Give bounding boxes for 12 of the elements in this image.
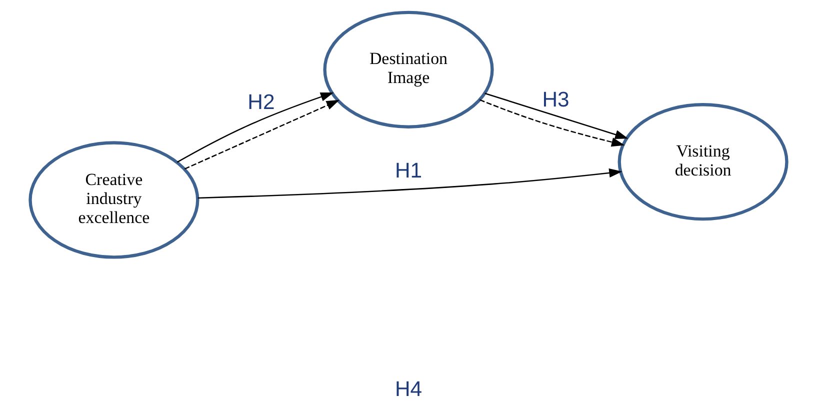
arrow [198,168,622,199]
arrow [184,100,340,170]
edge-label: H3 [542,88,570,112]
edge-label: H2 [248,90,275,114]
node-ellipse: Destination Image [323,10,494,128]
label: H4 [394,378,422,401]
arrow [484,92,628,140]
node-ellipse: Creative industry excellence [28,141,200,259]
edge-label: H1 [394,160,422,183]
node-ellipse: Visiting decision [618,103,788,221]
arrow [479,99,625,147]
arrow [176,92,334,163]
